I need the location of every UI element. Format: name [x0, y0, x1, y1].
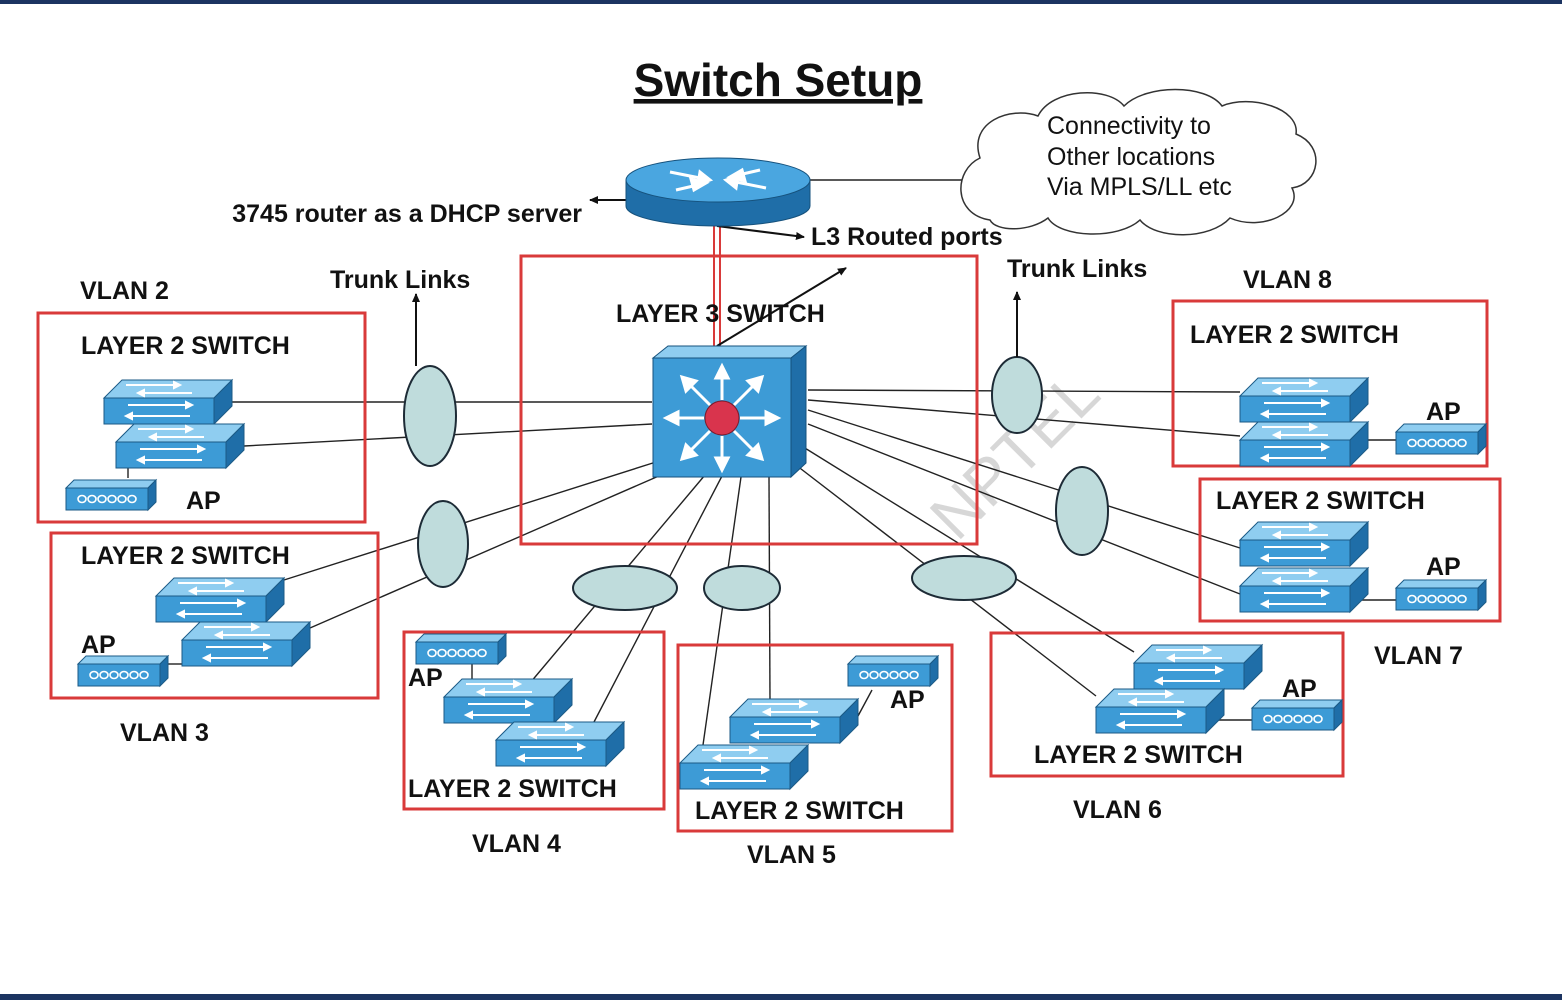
vlan-4-ap-label: AP — [408, 664, 443, 692]
vlan-2-ap-label: AP — [186, 487, 221, 515]
access-point-icon — [1251, 699, 1343, 731]
layer2-switch-icon — [729, 698, 859, 744]
layer2-switch-icon — [115, 423, 245, 469]
layer2-switch-icon — [1239, 567, 1369, 613]
vlan-4-box — [402, 630, 666, 811]
trunk-link — [309, 471, 669, 629]
trunk-bundle-oval — [417, 500, 469, 588]
vlan-7-ap-label: AP — [1426, 553, 1461, 581]
trunk-bundle-oval — [703, 565, 781, 611]
vlan-7-name: VLAN 7 — [1374, 642, 1463, 670]
vlan-3-box — [49, 531, 380, 700]
top-frame-bar — [0, 0, 1562, 4]
layer2-switch-icon — [1239, 521, 1369, 567]
vlan-6-box — [989, 631, 1345, 778]
access-point-icon — [847, 655, 939, 687]
access-point-icon — [1395, 423, 1487, 455]
vlan-6-switch-label: LAYER 2 SWITCH — [1034, 741, 1243, 769]
access-point-icon — [1395, 579, 1487, 611]
access-point-icon — [77, 655, 169, 687]
page-title: Switch Setup — [634, 54, 923, 106]
vlan-3-switch-label: LAYER 2 SWITCH — [81, 542, 290, 570]
layer2-switch-icon — [495, 721, 625, 767]
access-point-icon — [415, 633, 507, 665]
router-icon — [625, 157, 811, 227]
trunk-bundle-oval — [403, 365, 457, 467]
layer2-switch-icon — [679, 744, 809, 790]
bottom-frame-bar — [0, 994, 1562, 1000]
layer2-switch-icon — [103, 379, 233, 425]
vlan-3-name: VLAN 3 — [120, 719, 209, 747]
vlan-4-name: VLAN 4 — [472, 830, 561, 858]
layer2-switch-icon — [155, 577, 285, 623]
access-point-icon — [65, 479, 157, 511]
trunk-bundle-oval — [991, 356, 1043, 434]
ap-link — [857, 689, 873, 717]
vlan-3-ap-label: AP — [81, 631, 116, 659]
trunk-link — [702, 476, 742, 746]
routed-ports-arrow — [716, 225, 805, 240]
router-dhcp-label: 3745 router as a DHCP server — [232, 200, 582, 228]
vlan-2-box — [36, 311, 367, 524]
cloud-line-2: Other locations — [1047, 143, 1215, 171]
layer3-switch-icon — [651, 344, 808, 479]
layer2-switch-icon — [443, 678, 573, 724]
trunk-links-left-label: Trunk Links — [330, 266, 470, 294]
layer2-switch-icon — [1133, 644, 1263, 690]
l3-routed-ports-label: L3 Routed ports — [811, 223, 1003, 251]
cloud-line-3: Via MPLS/LL etc — [1047, 173, 1232, 201]
layer3-switch-label: LAYER 3 SWITCH — [616, 300, 825, 328]
vlan-8-name: VLAN 8 — [1243, 266, 1332, 294]
vlan-6-ap-label: AP — [1282, 675, 1317, 703]
trunk-link — [807, 423, 1241, 595]
trunk-bundle-oval — [911, 555, 1017, 601]
vlan-4-switch-label: LAYER 2 SWITCH — [408, 775, 617, 803]
vlan-7-switch-label: LAYER 2 SWITCH — [1216, 487, 1425, 515]
vlan-5-box — [676, 643, 954, 833]
layer2-switch-icon — [1239, 377, 1369, 423]
layer3-switch-box — [519, 254, 979, 546]
trunk-link — [807, 409, 1241, 549]
mpls-cloud: Connectivity to Other locations Via MPLS… — [960, 88, 1317, 236]
trunk-bundle-oval — [1055, 466, 1109, 556]
trunk-bundle-oval — [572, 565, 678, 611]
vlan-2-name: VLAN 2 — [80, 277, 169, 305]
cloud-line-1: Connectivity to — [1047, 112, 1211, 140]
vlan-5-switch-label: LAYER 2 SWITCH — [695, 797, 904, 825]
vlan-8-ap-label: AP — [1426, 398, 1461, 426]
vlan-5-name: VLAN 5 — [747, 841, 836, 869]
vlan-6-name: VLAN 6 — [1073, 796, 1162, 824]
vlan-5-ap-label: AP — [890, 686, 925, 714]
layer2-switch-icon — [1239, 421, 1369, 467]
core-label-arrow — [716, 267, 847, 347]
trunk-link — [283, 461, 657, 581]
vlan-2-switch-label: LAYER 2 SWITCH — [81, 332, 290, 360]
trunk-link — [799, 444, 1135, 653]
trunk-links-right-label: Trunk Links — [1007, 255, 1147, 283]
layer2-switch-icon — [181, 621, 311, 667]
layer2-switch-icon — [1095, 688, 1225, 734]
vlan-7-box — [1198, 477, 1502, 623]
vlan-8-switch-label: LAYER 2 SWITCH — [1190, 321, 1399, 349]
